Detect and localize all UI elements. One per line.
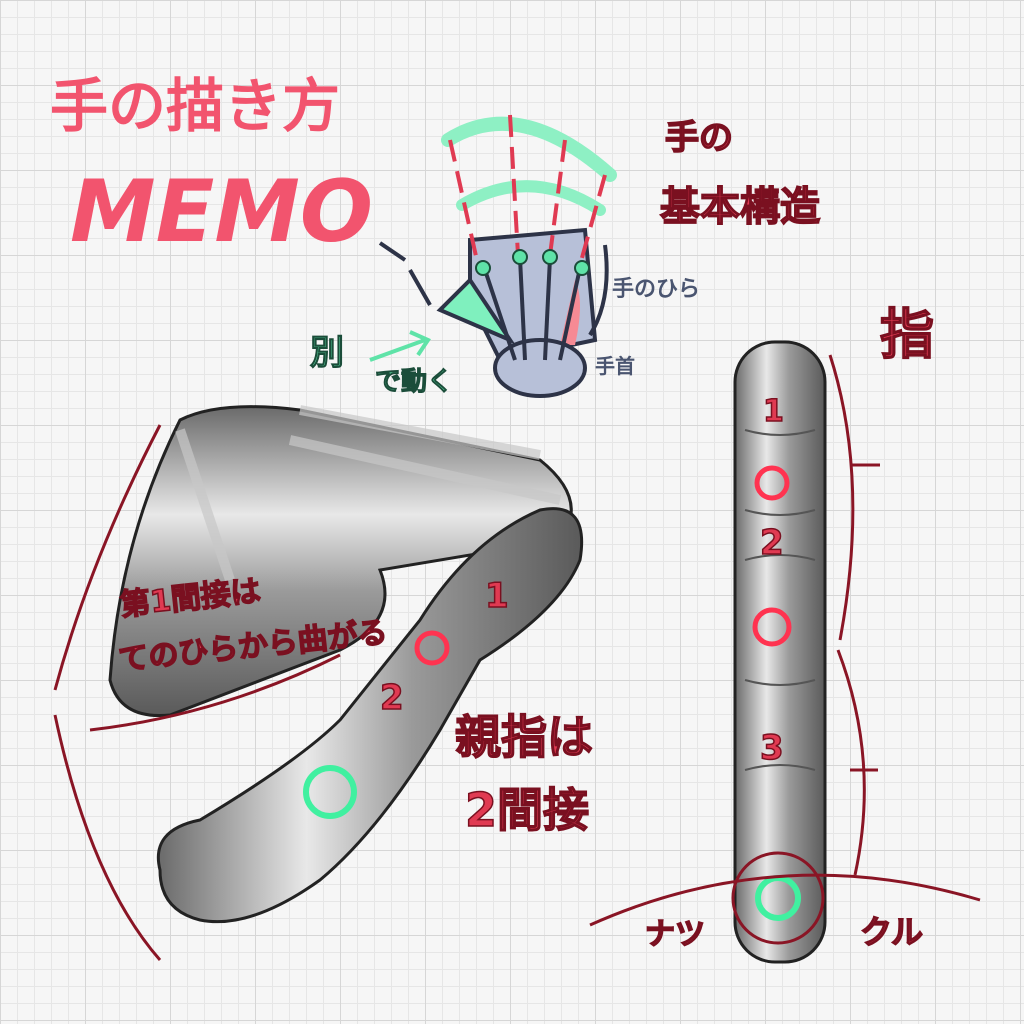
straight-finger-drawing bbox=[589, 340, 981, 964]
hand-structure-diagram bbox=[369, 114, 617, 398]
title-line1: 手の描き方 bbox=[50, 72, 341, 140]
thumb-note-line2: 2間接 bbox=[464, 783, 590, 837]
thumb-note-line1: 親指は bbox=[454, 710, 594, 764]
palm-label: 手のひら bbox=[612, 277, 701, 302]
structure-label-line1: 手の bbox=[664, 118, 734, 158]
wrist-label: 手首 bbox=[595, 354, 635, 378]
thumb-segment-2: 2 bbox=[379, 678, 404, 718]
bent-hand-drawing bbox=[53, 405, 584, 961]
finger-label: 指 bbox=[879, 303, 935, 366]
separate-label-line1: 別 bbox=[310, 333, 345, 373]
knuckle-label-left: ナツ bbox=[644, 917, 706, 952]
title-line2: MEMO bbox=[70, 162, 374, 262]
finger-segment-1: 1 bbox=[762, 394, 784, 429]
separate-label-line2: で動く bbox=[374, 367, 454, 397]
finger-segment-3: 3 bbox=[759, 728, 784, 768]
finger-segment-2: 2 bbox=[759, 523, 784, 563]
knuckle-label-right: クル bbox=[859, 913, 924, 951]
thumb-segment-1: 1 bbox=[484, 576, 509, 616]
structure-label-line2: 基本構造 bbox=[659, 184, 821, 230]
